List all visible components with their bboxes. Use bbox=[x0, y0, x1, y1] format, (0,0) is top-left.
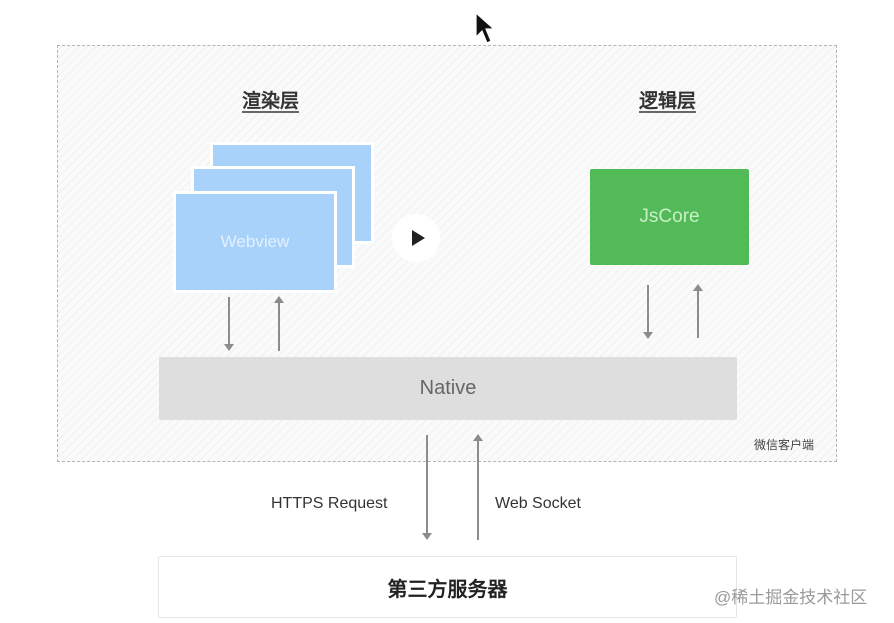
third-party-server-box: 第三方服务器 bbox=[158, 556, 737, 618]
jscore-to-native-arrow bbox=[643, 285, 653, 339]
play-button[interactable] bbox=[392, 214, 440, 262]
jscore-box: JsCore bbox=[590, 169, 749, 265]
https-request-arrow bbox=[422, 435, 432, 540]
server-label: 第三方服务器 bbox=[387, 578, 508, 601]
play-icon bbox=[411, 230, 425, 246]
watermark: @稀土掘金技术社区 bbox=[714, 588, 868, 607]
render-layer-title: 渲染层 bbox=[242, 91, 300, 112]
native-label: Native bbox=[419, 377, 477, 399]
webview-to-native-arrow bbox=[224, 297, 234, 351]
webview-label: Webview bbox=[220, 232, 290, 251]
webview-card-front: Webview bbox=[173, 191, 337, 293]
web-socket-label: Web Socket bbox=[495, 495, 581, 512]
https-request-label: HTTPS Request bbox=[271, 495, 388, 512]
wechat-client-label: 微信客户端 bbox=[754, 438, 815, 452]
mouse-cursor-icon bbox=[475, 12, 496, 44]
logic-layer-title: 逻辑层 bbox=[639, 91, 697, 112]
native-to-webview-arrow bbox=[274, 296, 284, 351]
web-socket-arrow bbox=[473, 434, 483, 540]
native-bar: Native bbox=[159, 357, 737, 420]
jscore-label: JsCore bbox=[639, 206, 700, 227]
native-to-jscore-arrow bbox=[693, 284, 703, 338]
